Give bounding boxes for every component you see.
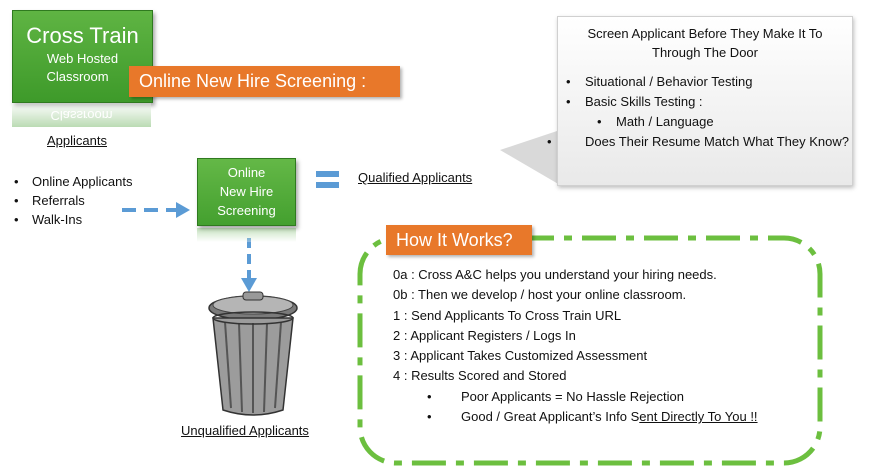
list-item: Online Applicants <box>14 172 132 191</box>
equals-sign-top <box>316 171 339 177</box>
applicants-arrowhead <box>176 202 190 218</box>
applicants-list: Online Applicants Referrals Walk-Ins <box>14 172 132 229</box>
how-it-works-dashed-border <box>357 235 823 466</box>
callout-pointer <box>500 130 560 185</box>
screening-box: Online New Hire Screening <box>197 158 296 226</box>
step-item: 2 : Applicant Registers / Logs In <box>393 327 576 343</box>
logo-title: Cross Train <box>26 23 139 48</box>
list-item: Basic Skills Testing : <box>566 92 852 112</box>
qualified-applicants-label: Qualified Applicants <box>358 170 473 185</box>
step-item: 3 : Applicant Takes Customized Assessmen… <box>393 348 648 364</box>
list-item: Walk-Ins <box>14 210 132 229</box>
list-item: Math / Language <box>566 112 852 132</box>
how-it-works-steps: 0a : Cross A&C helps you understand your… <box>393 265 758 427</box>
applicants-heading: Applicants <box>47 133 107 148</box>
how-it-works-banner: How It Works? <box>386 225 532 255</box>
callout-title: Screen Applicant Before They Make It To … <box>587 26 823 60</box>
screening-callout: Screen Applicant Before They Make It To … <box>557 16 853 186</box>
logo-subtitle-2: Classroom <box>46 69 109 84</box>
step-item: 4 : Results Scored and Stored <box>393 368 567 384</box>
trash-arrowhead <box>241 278 257 292</box>
unqualified-applicants-label: Unqualified Applicants <box>181 423 309 438</box>
list-item: Situational / Behavior Testing <box>566 72 852 92</box>
callout-list: Situational / Behavior Testing Basic Ski… <box>558 72 852 152</box>
step-item: 1 : Send Applicants To Cross Train URL <box>393 307 622 323</box>
list-item: Referrals <box>14 191 132 210</box>
equals-sign-bottom <box>316 182 339 188</box>
logo-reflection: Classroom <box>12 103 151 127</box>
step-item: 0b : Then we develop / host your online … <box>393 287 687 303</box>
screening-box-reflection <box>197 228 296 242</box>
list-item: Does Their Resume Match What They Know? <box>566 132 852 152</box>
online-screening-banner: Online New Hire Screening : <box>129 66 400 97</box>
logo-subtitle-1: Web Hosted <box>46 51 119 66</box>
poor-applicants-bullet: Poor Applicants = No Hassle Rejection <box>393 387 758 407</box>
step-item: 0a : Cross A&C helps you understand your… <box>393 267 717 282</box>
good-applicants-bullet: Good / Great Applicant’s Info Sent Direc… <box>393 407 758 427</box>
trash-can-icon <box>208 291 298 416</box>
